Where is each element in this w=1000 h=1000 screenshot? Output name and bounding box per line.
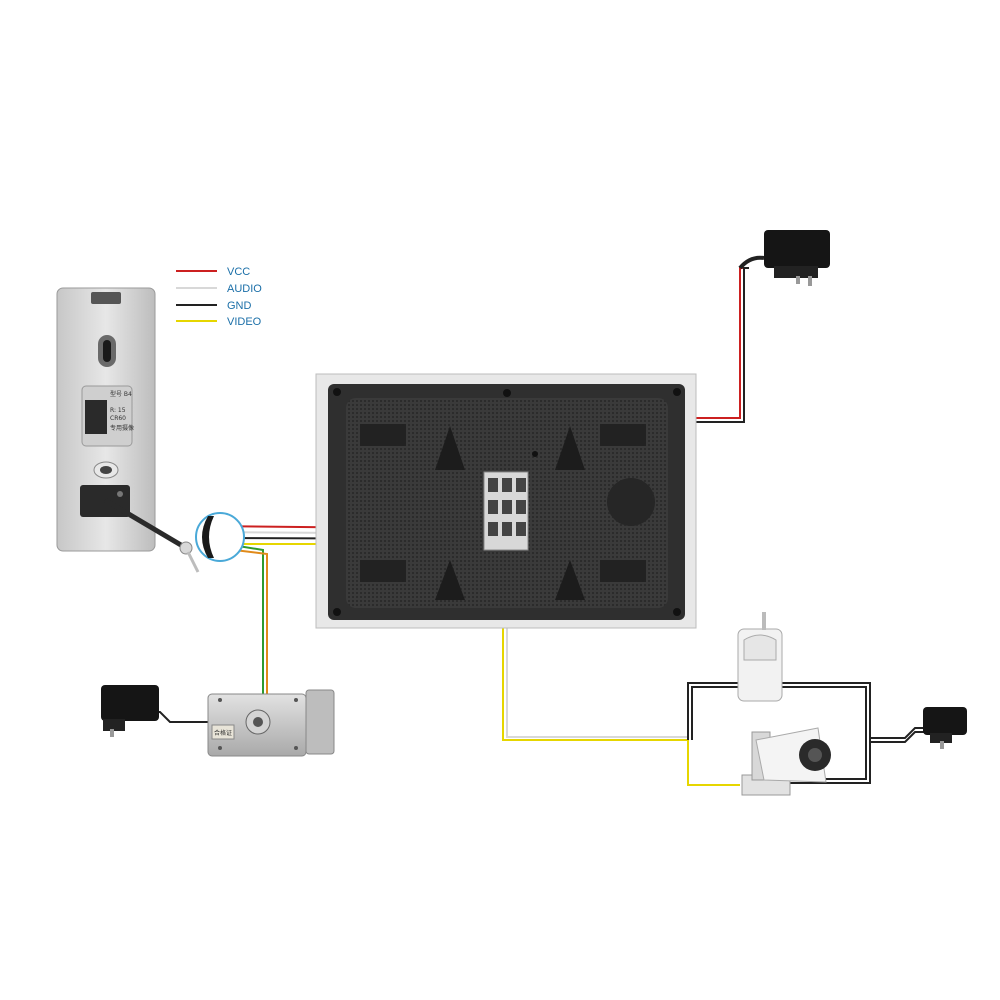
wire-cam-adapter-2	[870, 731, 925, 743]
cctv-camera	[741, 727, 831, 796]
power-adapter-icon	[738, 230, 830, 286]
legend-label-video: VIDEO	[227, 316, 262, 328]
pir-sensor-icon	[737, 612, 783, 702]
doorbell-camera-icon: 型号 B4 R: 15 CR60 专用摄像	[56, 287, 200, 573]
outdoor-label-line-3: CR60	[110, 415, 126, 422]
wire-cam-video-2	[687, 740, 740, 786]
power-adapter-camera	[923, 707, 967, 749]
outdoor-label-line-4: 专用摄像	[110, 424, 134, 432]
outdoor-label-line-1: 型号 B4	[110, 390, 132, 398]
lock-sticker: 合格证	[214, 729, 232, 737]
power-adapter-icon	[923, 707, 967, 749]
legend-label-audio: AUDIO	[227, 283, 262, 295]
connector-zoom	[195, 512, 245, 562]
wire-lock-orange	[225, 548, 268, 695]
wire-legend: VCC AUDIO GND VIDEO	[176, 266, 262, 328]
wire-sensor-inner	[691, 686, 867, 780]
magnifier-circle-icon	[195, 512, 245, 562]
power-adapter-lock	[101, 685, 159, 737]
power-adapter-top	[738, 230, 830, 286]
power-adapter-icon	[101, 685, 159, 737]
legend-item-gnd: GND	[176, 300, 252, 312]
legend-item-audio: AUDIO	[176, 283, 262, 295]
indoor-monitor	[315, 373, 697, 629]
wire-sensor-loop	[687, 682, 871, 784]
bullet-camera-icon	[741, 727, 831, 796]
wire-cam-adapter	[870, 727, 925, 739]
legend-label-vcc: VCC	[227, 266, 250, 278]
pir-sensor	[737, 612, 783, 702]
wire-lock-green	[225, 543, 264, 695]
legend-item-video: VIDEO	[176, 316, 262, 328]
electric-lock: 合格证	[207, 689, 335, 757]
indoor-monitor-icon	[315, 373, 697, 629]
legend-label-gnd: GND	[227, 300, 252, 312]
legend-item-vcc: VCC	[176, 266, 250, 278]
outdoor-unit: 型号 B4 R: 15 CR60 专用摄像	[56, 287, 200, 573]
outdoor-label-line-2: R: 15	[110, 407, 126, 414]
electric-lock-icon: 合格证	[207, 689, 335, 757]
